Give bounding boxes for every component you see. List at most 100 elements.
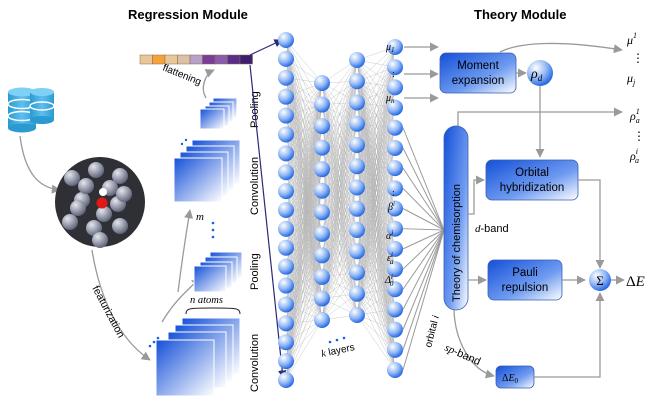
svg-text:⋮: ⋮: [632, 51, 644, 65]
svg-text:αi: αi: [386, 229, 393, 242]
network-edge: [356, 59, 396, 128]
network-node: [314, 204, 330, 221]
network-edge: [285, 212, 323, 248]
network-edge: [285, 82, 323, 154]
network-edge: [356, 228, 396, 273]
svg-text:μn: μn: [385, 93, 395, 105]
database-icon: [7, 87, 55, 133]
network-edge: [285, 96, 323, 148]
chemisorption-input-line: [402, 229, 445, 310]
network-edge: [356, 229, 396, 310]
network-edge: [356, 123, 396, 209]
k-layers-dots: [328, 336, 346, 344]
network-edge: [321, 229, 358, 321]
network-edge: [285, 169, 323, 343]
network-edge: [356, 187, 396, 249]
flatten-cell: [189, 54, 203, 65]
pauli-repulsion-box: Pauli repulsion: [487, 259, 563, 301]
network-node: [278, 145, 294, 162]
network-edge: [285, 115, 323, 170]
flatten-to-input-arrow: [249, 39, 283, 56]
network-edge: [356, 102, 396, 169]
atom: [62, 214, 78, 230]
upper-conv-stack: [173, 139, 241, 203]
network-edge: [285, 212, 323, 381]
chemisorption-input-line: [402, 147, 445, 231]
network-node: [387, 180, 403, 197]
network-node: [387, 281, 403, 298]
network-edge: [285, 82, 323, 116]
network-edge: [356, 107, 396, 146]
atom: [112, 168, 128, 184]
network-node: [278, 88, 294, 105]
delta-e-label: ΔE: [626, 274, 645, 290]
network-edge: [321, 102, 358, 321]
atom: [86, 220, 102, 236]
svg-text:hybridization: hybridization: [500, 182, 565, 194]
network-node: [314, 139, 330, 156]
network-edge: [356, 147, 396, 209]
atom: [112, 218, 128, 234]
svg-text:Moment: Moment: [457, 60, 499, 72]
network-node: [349, 179, 365, 196]
network-edge: [356, 144, 396, 229]
m-arrow: [177, 209, 194, 293]
network-node: [278, 183, 294, 200]
network-edge: [356, 81, 396, 128]
network-node: [314, 312, 330, 328]
svg-text:μj: μj: [626, 71, 636, 87]
network-node: [387, 160, 403, 177]
network-node: [314, 96, 330, 113]
network-node: [349, 200, 365, 217]
network-node: [387, 99, 403, 116]
network-node: [278, 372, 294, 388]
svg-text:ΔE0: ΔE0: [502, 373, 519, 385]
network-edge: [285, 134, 323, 213]
network-edge: [356, 208, 396, 290]
network-node: [278, 277, 294, 294]
network-edge: [356, 144, 396, 209]
orbital-hybridization-box: Orbital hybridization: [485, 159, 579, 201]
mu-output-labels: μ1 ⋮ μj: [626, 31, 644, 87]
network-edge: [285, 147, 323, 192]
network-edge: [285, 153, 323, 191]
network-node: [278, 202, 294, 218]
network-edge: [356, 147, 396, 188]
rho-d-node: ρd: [527, 60, 553, 86]
network-edge: [356, 188, 396, 231]
network-node: [278, 220, 294, 237]
network-edge: [356, 147, 396, 316]
network-edges: [285, 39, 396, 381]
network-node: [349, 243, 365, 260]
chemisorption-input-line: [402, 229, 445, 350]
network-edge: [285, 115, 323, 148]
network-edge: [285, 82, 323, 135]
network-edge: [285, 169, 323, 211]
chemisorption-input-line: [402, 167, 445, 231]
network-node: [314, 118, 330, 135]
network-node: [349, 137, 365, 153]
convolution-label-upper: Convolution: [249, 157, 261, 215]
network-node: [387, 79, 403, 96]
network-edge: [356, 228, 396, 316]
network-edge: [356, 46, 396, 124]
network-edge: [285, 190, 323, 362]
network-node: [349, 115, 365, 132]
chemisorption-input-line: [402, 229, 445, 270]
theory-module-heading: Theory Module: [474, 7, 566, 22]
network-edge: [285, 82, 323, 381]
atom: [88, 162, 104, 178]
n-atoms-bracket: [185, 307, 241, 315]
network-node: [278, 353, 294, 370]
svg-text:Δi0: Δi0: [384, 273, 394, 288]
k-layers-label: k layers: [320, 342, 355, 360]
network-node: [387, 321, 403, 338]
network-edge: [356, 272, 396, 310]
network-node: [349, 307, 365, 323]
network-edge: [356, 268, 396, 316]
network-node: [278, 164, 294, 181]
network-edge: [356, 228, 396, 294]
regression-module-heading: Regression Module: [128, 7, 248, 22]
network-edge: [356, 272, 396, 350]
network-edge: [356, 67, 396, 124]
